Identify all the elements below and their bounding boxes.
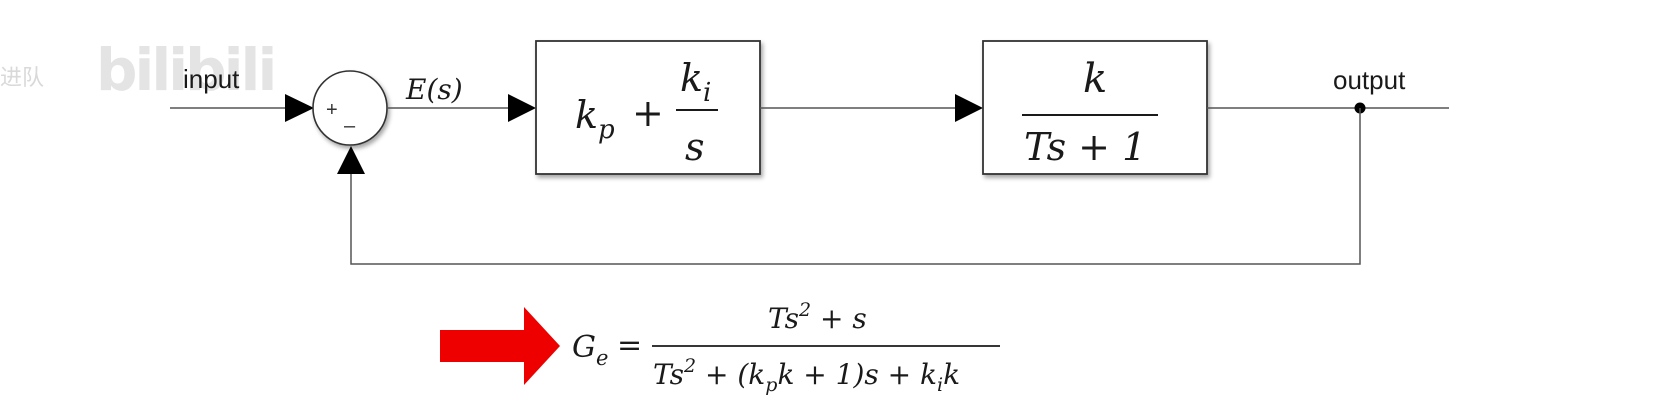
watermark-prefix: 进队 — [0, 66, 45, 91]
input-label: input — [183, 64, 240, 94]
pi-kp-subscript: p — [598, 115, 615, 145]
plant-numerator: k — [1083, 56, 1107, 102]
formula-den-d: k — [943, 358, 960, 391]
formula-lhs-subscript: e — [596, 346, 608, 370]
formula-numerator: Ts2 + s — [768, 299, 867, 335]
feedback-line — [350, 108, 1361, 265]
formula-equals: = — [617, 328, 642, 363]
error-arrowhead — [508, 94, 536, 122]
sum-plus-sign: + — [326, 99, 338, 121]
red-arrow-icon — [440, 307, 560, 385]
bilibili-watermark: 进队 bilibili — [0, 30, 277, 104]
feedback-arrowhead — [337, 146, 365, 174]
formula-denominator: Ts2 + (kpk + 1)s + kik — [653, 355, 960, 396]
plant-block — [982, 40, 1208, 175]
output-label: output — [1333, 65, 1406, 95]
formula-den-sub-i: i — [937, 374, 943, 396]
error-signal-label: E(s) — [405, 73, 463, 106]
formula-den-c: k + 1)s + k — [777, 358, 937, 391]
formula-den-b: + (k — [696, 358, 765, 391]
sum-minus-sign: – — [344, 115, 356, 137]
formula-lhs-symbol: G — [572, 330, 596, 365]
pi-ki-symbol: k — [680, 56, 703, 100]
pi-ki: ki — [680, 56, 711, 108]
formula-lhs: Ge — [572, 330, 608, 370]
pi-ki-subscript: i — [703, 78, 711, 108]
input-arrowhead — [285, 94, 314, 122]
formula-den-ts: Ts — [653, 358, 684, 391]
pi-denominator: s — [685, 125, 705, 169]
formula-num-exp: 2 — [798, 299, 811, 321]
formula-num-tail: + s — [811, 302, 867, 335]
watermark-brand: bilibili — [96, 36, 277, 104]
formula-den-sub-p: p — [765, 374, 777, 396]
pi-kp-symbol: k — [575, 93, 598, 137]
formula-den-exp: 2 — [683, 355, 696, 377]
pi-kp: kp — [575, 93, 615, 145]
pi-controller-block — [535, 40, 761, 175]
connector-arrowhead — [955, 94, 983, 122]
pi-plus: + — [632, 91, 664, 135]
plant-denominator: Ts + 1 — [1024, 125, 1146, 169]
formula-num-ts: Ts — [768, 302, 799, 335]
